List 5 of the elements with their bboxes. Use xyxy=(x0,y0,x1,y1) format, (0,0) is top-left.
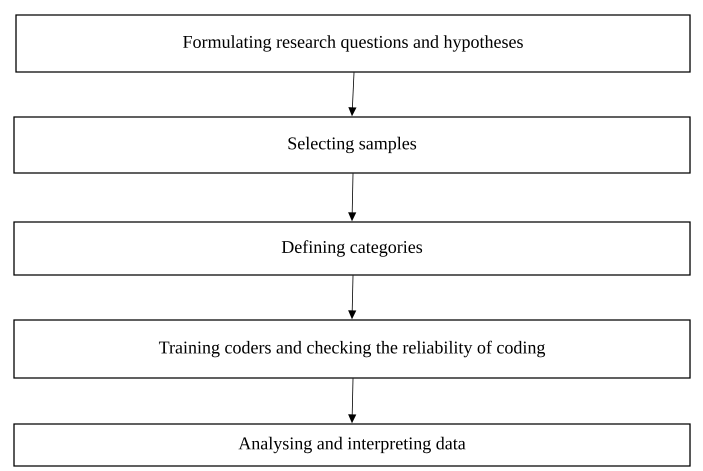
process-box: Analysing and interpreting data xyxy=(13,423,691,467)
process-box: Defining categories xyxy=(13,221,691,276)
process-box: Training coders and checking the reliability of coding xyxy=(13,319,691,379)
process-box: Formulating research questions and hypotheses xyxy=(15,14,691,73)
process-box: Selecting samples xyxy=(13,116,691,174)
